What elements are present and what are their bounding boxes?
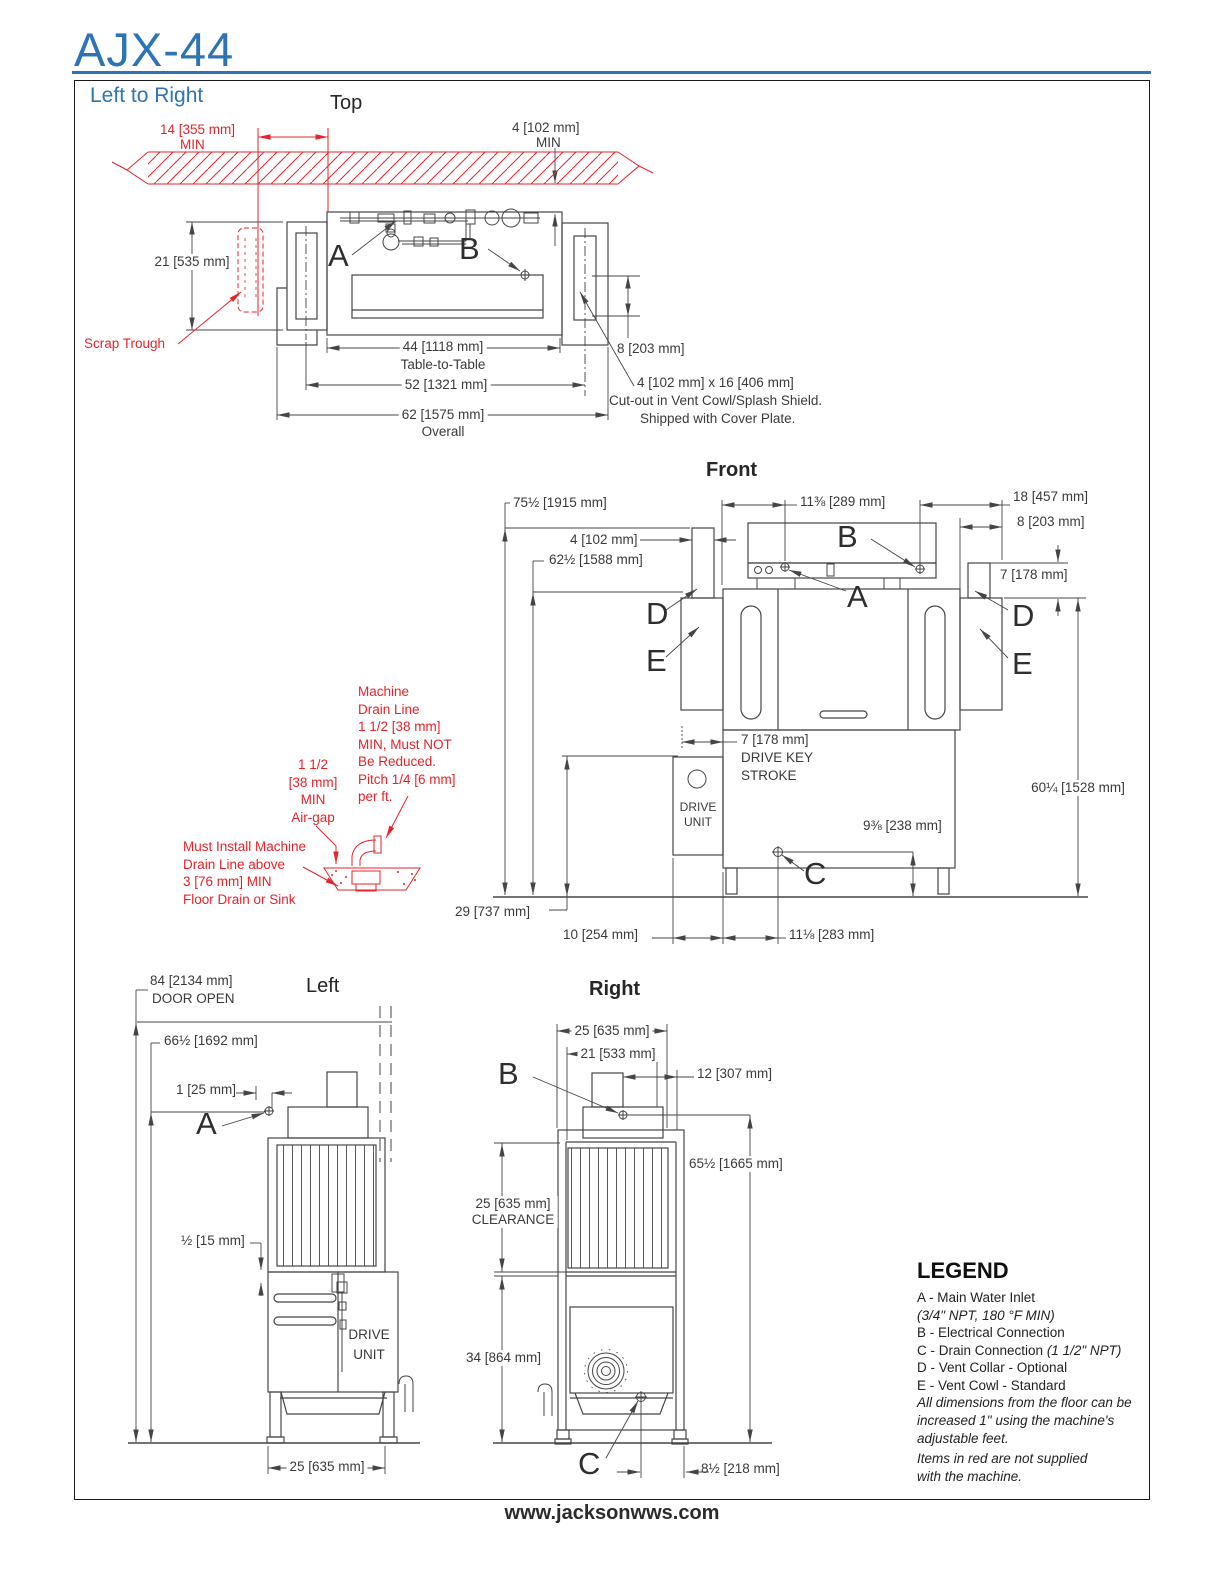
front-view-title: Front [706,459,758,481]
callout-d-left: D [646,596,669,631]
callout-a-front: A [847,579,868,614]
dim-height-overall: 75½ [1915 mm] [510,495,610,511]
dim-height-cowl: 62½ [1588 mm] [546,552,646,568]
callout-e-right: E [1012,646,1033,681]
red-items-note: Items in red are not supplied with the m… [917,1451,1088,1484]
drive-unit-label-front: DRIVE UNIT [679,800,717,829]
legend-item-c: C - Drain Connection (1 1/2" NPT) [917,1342,1152,1360]
right-view-machine [493,1072,772,1445]
dim-door-open-caption: DOOR OPEN [152,991,235,1006]
connection-point-b-top [519,269,531,281]
legend-item-c-detail: (1 1/2" NPT) [1046,1342,1122,1358]
callout-e-left: E [646,643,667,678]
top-view-machine [276,208,609,396]
title-rule [72,71,1151,74]
dim-vent-offset: 12 [307 mm] [697,1066,773,1081]
dim-inlet-height: 66½ [1692 mm] [161,1033,261,1049]
callout-a-left: A [196,1106,217,1141]
cutout-note-line1: 4 [102 mm] x 16 [406 mm] [637,375,794,390]
dim-inlet-offset: 1 [25 mm] [176,1082,237,1097]
connection-point-a-left [264,1106,274,1116]
sink-speckles [331,870,416,885]
front-view-machine [493,522,1088,898]
cutout-note-line3: Shipped with Cover Plate. [640,411,796,426]
dim-gap-min-caption: MIN [536,135,561,150]
right-view-title: Right [589,978,641,1000]
legend-item-d: D - Vent Collar - Optional [917,1360,1068,1375]
dim-door-width: 21 [533 mm] [577,1046,659,1062]
left-view-machine [128,1006,420,1444]
connection-point-b-right [618,1110,628,1120]
top-view-title: Top [330,92,363,114]
dim-drain-offset: 8½ [218 mm] [701,1461,780,1476]
legend: LEGEND A - Main Water Inlet (3/4" NPT, 1… [917,1258,1152,1394]
right-view-dims [494,1024,753,1478]
front-view-dims [502,500,1086,944]
legend-title: LEGEND [917,1258,1009,1283]
dim-vent-cutout: 8 [203 mm] [617,341,685,356]
dim-width-right: 25 [635 mm] [571,1023,653,1039]
dim-table-caption: Table-to-Table [400,357,486,372]
dim-mid: 52 [1321 mm] [401,377,491,393]
flow-direction-label: Left to Right [90,84,204,107]
legend-item-a-detail: (3/4" NPT, 180 °F MIN) [917,1307,1055,1323]
air-gap-note: 1 1/2 [38 mm] MIN Air-gap [288,757,338,825]
dim-half-inch: ½ [15 mm] [181,1233,245,1248]
callout-b-top: B [459,231,480,266]
dim-elec-x: 18 [457 mm] [1013,489,1089,504]
legend-item-a: A - Main Water Inlet [917,1290,1036,1305]
drawing-frame [74,80,1150,1500]
adjustable-feet-note: All dimensions from the floor can be inc… [917,1395,1132,1446]
dim-overall-caption: Overall [421,424,465,439]
dim-lower-height: 34 [864 mm] [463,1350,545,1366]
dim-elec-height: 65½ [1665 mm] [686,1156,786,1172]
website-url: www.jacksonwws.com [504,1502,720,1524]
drain-line-note: Machine Drain Line 1 1/2 [38 mm] MIN, Mu… [358,684,456,804]
dim-height-table: 60¼ [1528 mm] [1028,780,1128,796]
callout-b-right: B [498,1056,519,1091]
dim-drain-height: 9⅜ [238 mm] [863,818,942,833]
drive-unit-label-left: DRIVE UNIT [348,1327,390,1362]
dim-height-drive: 29 [737 mm] [455,904,531,919]
dim-wall-min-caption: MIN [180,137,205,152]
dim-overall: 62 [1575 mm] [398,407,488,423]
dim-depth: 21 [535 mm] [151,254,233,270]
callout-c-front: C [804,856,827,891]
plumbing-assembly [340,208,540,251]
dim-cowl-width: 8 [203 mm] [1017,514,1085,529]
dim-table-to-table: 44 [1118 mm] [399,339,487,355]
dim-duct-width: 4 [102 mm] [570,532,638,547]
dim-inlet-x: 11⅜ [289 mm] [800,494,886,509]
left-view-title: Left [306,975,340,997]
centerlines [305,226,586,396]
red-items [111,128,654,892]
dim-door-open: 84 [2134 mm] [150,973,233,988]
callout-b-front: B [837,519,858,554]
legend-item-c-text: C - Drain Connection [917,1342,1047,1358]
dim-drain-x: 11⅛ [283 mm] [789,927,875,942]
dim-clearance: 25 [635 mm] CLEARANCE [468,1196,558,1228]
legend-item-e: E - Vent Cowl - Standard [917,1377,1066,1393]
drive-key-stroke-note: 7 [178 mm] DRIVE KEY STROKE [741,732,814,783]
dim-drive-width: 10 [254 mm] [563,927,639,942]
cutout-note-line2: Cut-out in Vent Cowl/Splash Shield. [609,393,823,408]
callout-d-right: D [1012,598,1035,633]
scrap-trough-label: Scrap Trough [84,336,166,351]
callout-c-right: C [578,1446,601,1481]
dim-wall-min: 14 [355 mm] [160,122,236,137]
drain-motor [584,1349,628,1393]
dim-gap-min: 4 [102 mm] [512,120,580,135]
legend-item-b: B - Electrical Connection [917,1325,1065,1340]
model-title: AJX-44 [74,23,235,76]
connection-point-c-right [635,1391,647,1403]
callout-a-top: A [328,238,349,273]
dim-width-left: 25 [635 mm] [286,1459,368,1475]
floor-drain-note: Must Install Machine Drain Line above 3 … [183,839,307,907]
dim-collar-height: 7 [178 mm] [1000,567,1068,582]
